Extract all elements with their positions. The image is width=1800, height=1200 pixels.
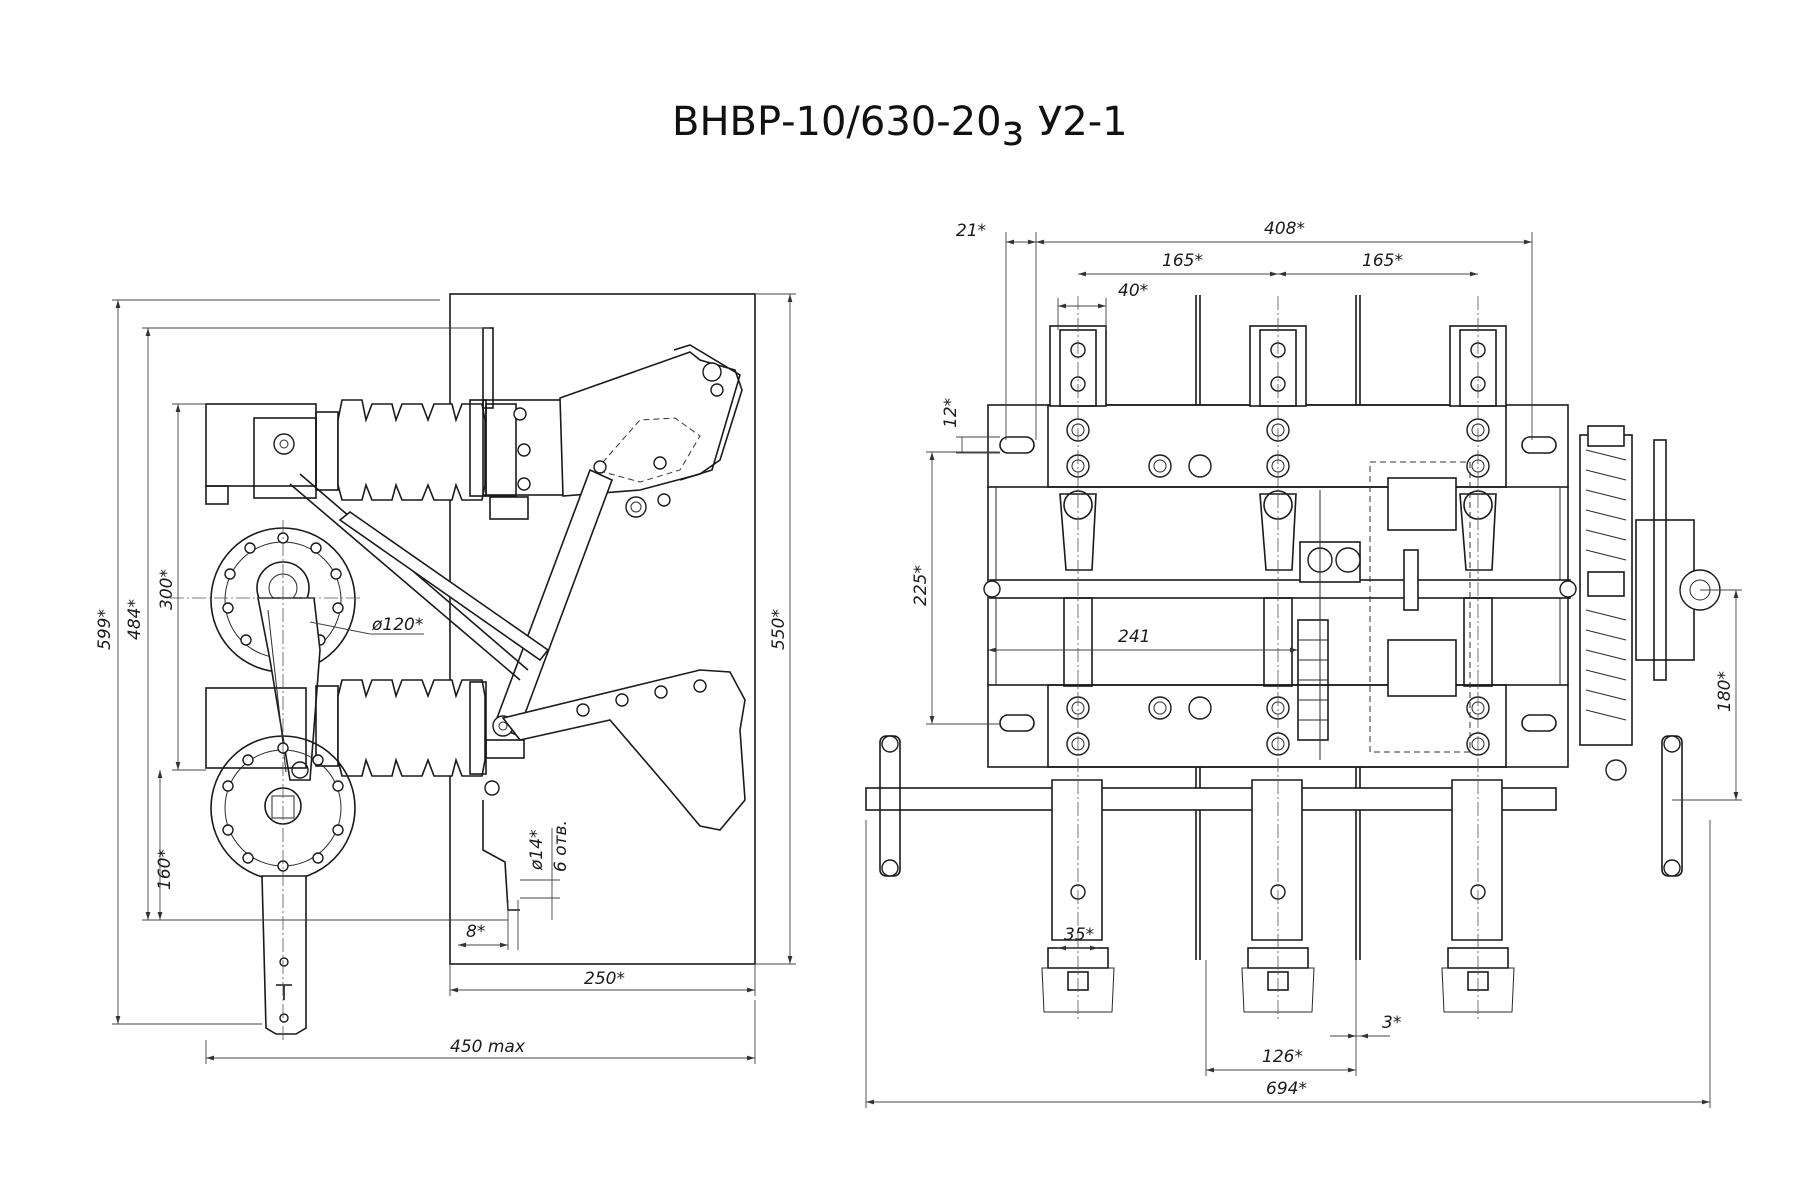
base-bolt: [273, 433, 295, 455]
dim-484: 484*: [125, 599, 145, 640]
upper-insulator: [315, 399, 517, 501]
upper-contact-clamps: [1059, 490, 1497, 571]
dim-14: ø14*: [527, 829, 547, 871]
title-main: ВНВР-10/630-20: [672, 99, 1002, 145]
dim-599: 599*: [95, 609, 115, 650]
operating-handle: [261, 875, 307, 1035]
pulley-lever: [257, 597, 321, 781]
title-subscript: з: [1002, 106, 1024, 155]
dim-40: 40*: [1118, 281, 1148, 301]
dim-165-right: 165*: [1362, 251, 1403, 271]
dim-12: 12*: [941, 398, 961, 428]
dim-550: 550*: [769, 609, 789, 650]
dim-450-max: 450 max: [450, 1037, 526, 1057]
main-shaft: [989, 579, 1571, 599]
front-view: 21* 408* 165* 165* 40* 12* 225* 241: [865, 219, 1742, 1108]
auxiliary-contact-block: [1297, 461, 1471, 760]
upper-crossbar-bolts: [1066, 418, 1490, 478]
mounting-strip-upper: [482, 327, 494, 409]
dim-408: 408*: [1264, 219, 1305, 239]
upper-contact-housing: [482, 399, 564, 520]
lower-base-block: [205, 687, 307, 769]
dim-225: 225*: [911, 565, 931, 606]
title-suffix: У2-1: [1038, 99, 1128, 145]
dim-8: 8*: [466, 922, 485, 942]
dim-160: 160*: [155, 849, 175, 890]
dim-35: 35*: [1064, 925, 1094, 945]
dim-3: 3*: [1382, 1013, 1401, 1033]
mounting-frame: [449, 293, 756, 965]
lower-insulator: [315, 679, 525, 777]
drive-shaft: [865, 787, 1557, 811]
dim-250: 250*: [584, 969, 625, 989]
upper-base-block: [205, 403, 317, 487]
dim-300: 300*: [157, 569, 177, 610]
dim-21: 21*: [956, 221, 986, 241]
side-view: 599* 484* 300* 160* ø120* 550* 250* 450: [95, 293, 796, 1064]
moving-blade-arm: [559, 344, 743, 518]
mounting-strip-lower: [482, 800, 520, 911]
drawing-title: ВНВР-10/630-20з У2-1: [672, 99, 1128, 155]
dim-165-left: 165*: [1162, 251, 1203, 271]
dim-180: 180*: [1715, 671, 1735, 712]
dim-694: 694*: [1266, 1079, 1307, 1099]
lower-terminals: [1041, 779, 1515, 1013]
dim-holes: 6 отв.: [551, 820, 571, 872]
lower-latch-plate: [501, 669, 746, 831]
dim-126: 126*: [1262, 1047, 1303, 1067]
dim-241: 241: [1118, 627, 1150, 647]
dim-120: ø120*: [371, 615, 423, 635]
drive-spring: [1579, 425, 1721, 746]
